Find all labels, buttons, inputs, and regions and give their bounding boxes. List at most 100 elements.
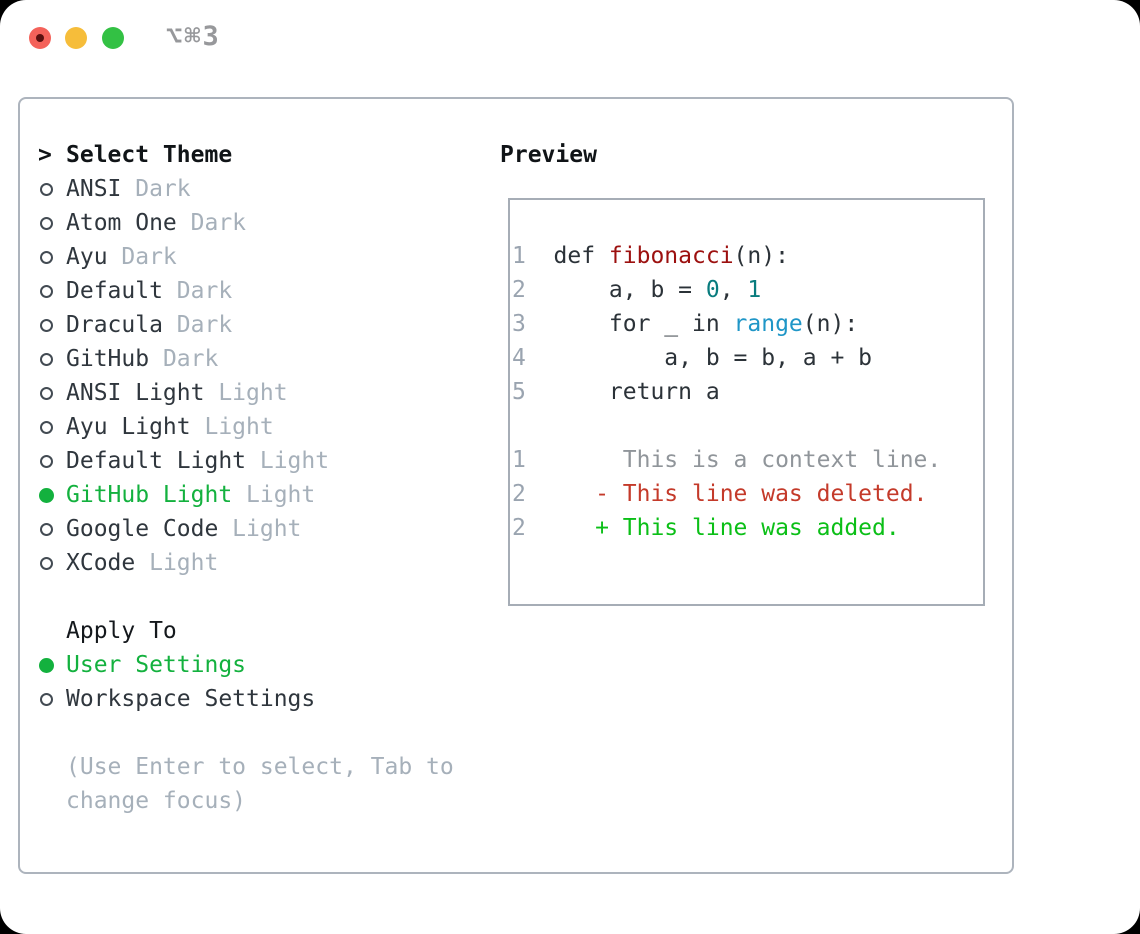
apply-to-header: Apply To	[38, 614, 478, 648]
diff-line-added: 2 + This line was added.	[512, 511, 983, 545]
radio-unselected-icon	[40, 557, 53, 570]
radio-unselected-icon	[40, 523, 53, 536]
theme-name: ANSI	[66, 176, 122, 202]
theme-variant: Light	[232, 516, 302, 542]
theme-option-google-code[interactable]: Google Code Light	[38, 512, 478, 546]
theme-name: GitHub Light	[66, 482, 233, 508]
theme-variant: Light	[259, 448, 330, 474]
theme-name: Ayu Light	[66, 414, 191, 440]
radio-unselected-icon	[40, 217, 53, 230]
theme-name: Default	[66, 278, 163, 304]
diff-text: + This line was added.	[553, 515, 900, 541]
radio-unselected-icon	[40, 387, 53, 400]
code-line: 3 for _ in range(n):	[512, 307, 983, 341]
apply-option-workspace-settings[interactable]: Workspace Settings	[38, 682, 478, 716]
apply-option-label: User Settings	[66, 652, 247, 678]
theme-variant: Dark	[176, 312, 233, 338]
diff-text: This is a context line.	[553, 447, 942, 473]
code-token: a, b = b, a + b	[553, 345, 873, 371]
line-number: 1	[512, 447, 526, 473]
theme-variant: Dark	[190, 210, 247, 236]
theme-option-github-light[interactable]: GitHub Light Light	[38, 478, 478, 512]
theme-name: XCode	[66, 550, 136, 576]
radio-unselected-icon	[40, 455, 53, 468]
theme-variant: Light	[149, 550, 219, 576]
hint-text: (Use Enter to select, Tab to change focu…	[66, 754, 454, 814]
minimize-button[interactable]	[65, 27, 87, 49]
select-theme-label: Select Theme	[66, 142, 233, 168]
apply-option-label: Workspace Settings	[66, 686, 316, 712]
apply-to-label: Apply To	[66, 618, 177, 644]
theme-option-default-light[interactable]: Default Light Light	[38, 444, 478, 478]
radio-selected-icon	[39, 488, 54, 503]
code-token: 1	[747, 277, 762, 303]
close-button[interactable]	[29, 27, 51, 49]
theme-name: Default Light	[66, 448, 247, 474]
close-dot-icon	[36, 34, 44, 42]
theme-name: ANSI Light	[66, 380, 205, 406]
code-gap	[512, 409, 983, 443]
line-number: 4	[512, 345, 526, 371]
radio-unselected-icon	[40, 693, 53, 706]
radio-unselected-icon	[40, 251, 53, 264]
radio-selected-icon	[39, 658, 54, 673]
code-token: fibonacci	[608, 243, 734, 269]
code-token: def	[553, 243, 609, 269]
code-token: range	[733, 311, 803, 337]
diff-line-deleted: 2 - This line was deleted.	[512, 477, 983, 511]
code-token: for _ in	[553, 311, 734, 337]
radio-unselected-icon	[40, 183, 53, 196]
theme-variant: Dark	[176, 278, 233, 304]
line-number: 1	[512, 243, 526, 269]
line-number: 2	[512, 277, 526, 303]
radio-unselected-icon	[40, 353, 53, 366]
code-token: return a	[553, 379, 720, 405]
selection-arrow-icon: >	[38, 142, 52, 168]
spacer	[38, 716, 478, 750]
theme-variant: Light	[246, 482, 316, 508]
window-title-shortcut: ⌥⌘3	[166, 21, 221, 52]
line-number: 5	[512, 379, 526, 405]
code-token: (n):	[802, 311, 859, 337]
diff-text: - This line was deleted.	[553, 481, 928, 507]
theme-name: Google Code	[66, 516, 219, 542]
theme-name: Atom One	[66, 210, 177, 236]
theme-name: GitHub	[66, 346, 150, 372]
radio-unselected-icon	[40, 319, 53, 332]
zoom-button[interactable]	[102, 27, 124, 49]
theme-option-ansi-light[interactable]: ANSI Light Light	[38, 376, 478, 410]
radio-unselected-icon	[40, 285, 53, 298]
code-line: 5 return a	[512, 375, 983, 409]
theme-option-xcode[interactable]: XCode Light	[38, 546, 478, 580]
code-token: a, b =	[553, 277, 706, 303]
select-theme-header: > Select Theme	[38, 138, 478, 172]
spacer	[38, 580, 478, 614]
preview-header: Preview	[500, 142, 597, 168]
code-token: 0	[705, 277, 720, 303]
apply-option-user-settings[interactable]: User Settings	[38, 648, 478, 682]
theme-variant: Dark	[162, 346, 219, 372]
theme-option-github[interactable]: GitHub Dark	[38, 342, 478, 376]
code-token: ,	[719, 277, 748, 303]
code-line: 4 a, b = b, a + b	[512, 341, 983, 375]
diff-line-context: 1 This is a context line.	[512, 443, 983, 477]
line-number: 2	[512, 515, 526, 541]
radio-unselected-icon	[40, 421, 53, 434]
theme-variant: Light	[218, 380, 288, 406]
theme-variant: Dark	[121, 244, 177, 270]
theme-option-default[interactable]: Default Dark	[38, 274, 478, 308]
titlebar: ⌥⌘3	[0, 0, 1140, 80]
code-line: 2 a, b = 0, 1	[512, 273, 983, 307]
theme-option-atom-one[interactable]: Atom One Dark	[38, 206, 478, 240]
